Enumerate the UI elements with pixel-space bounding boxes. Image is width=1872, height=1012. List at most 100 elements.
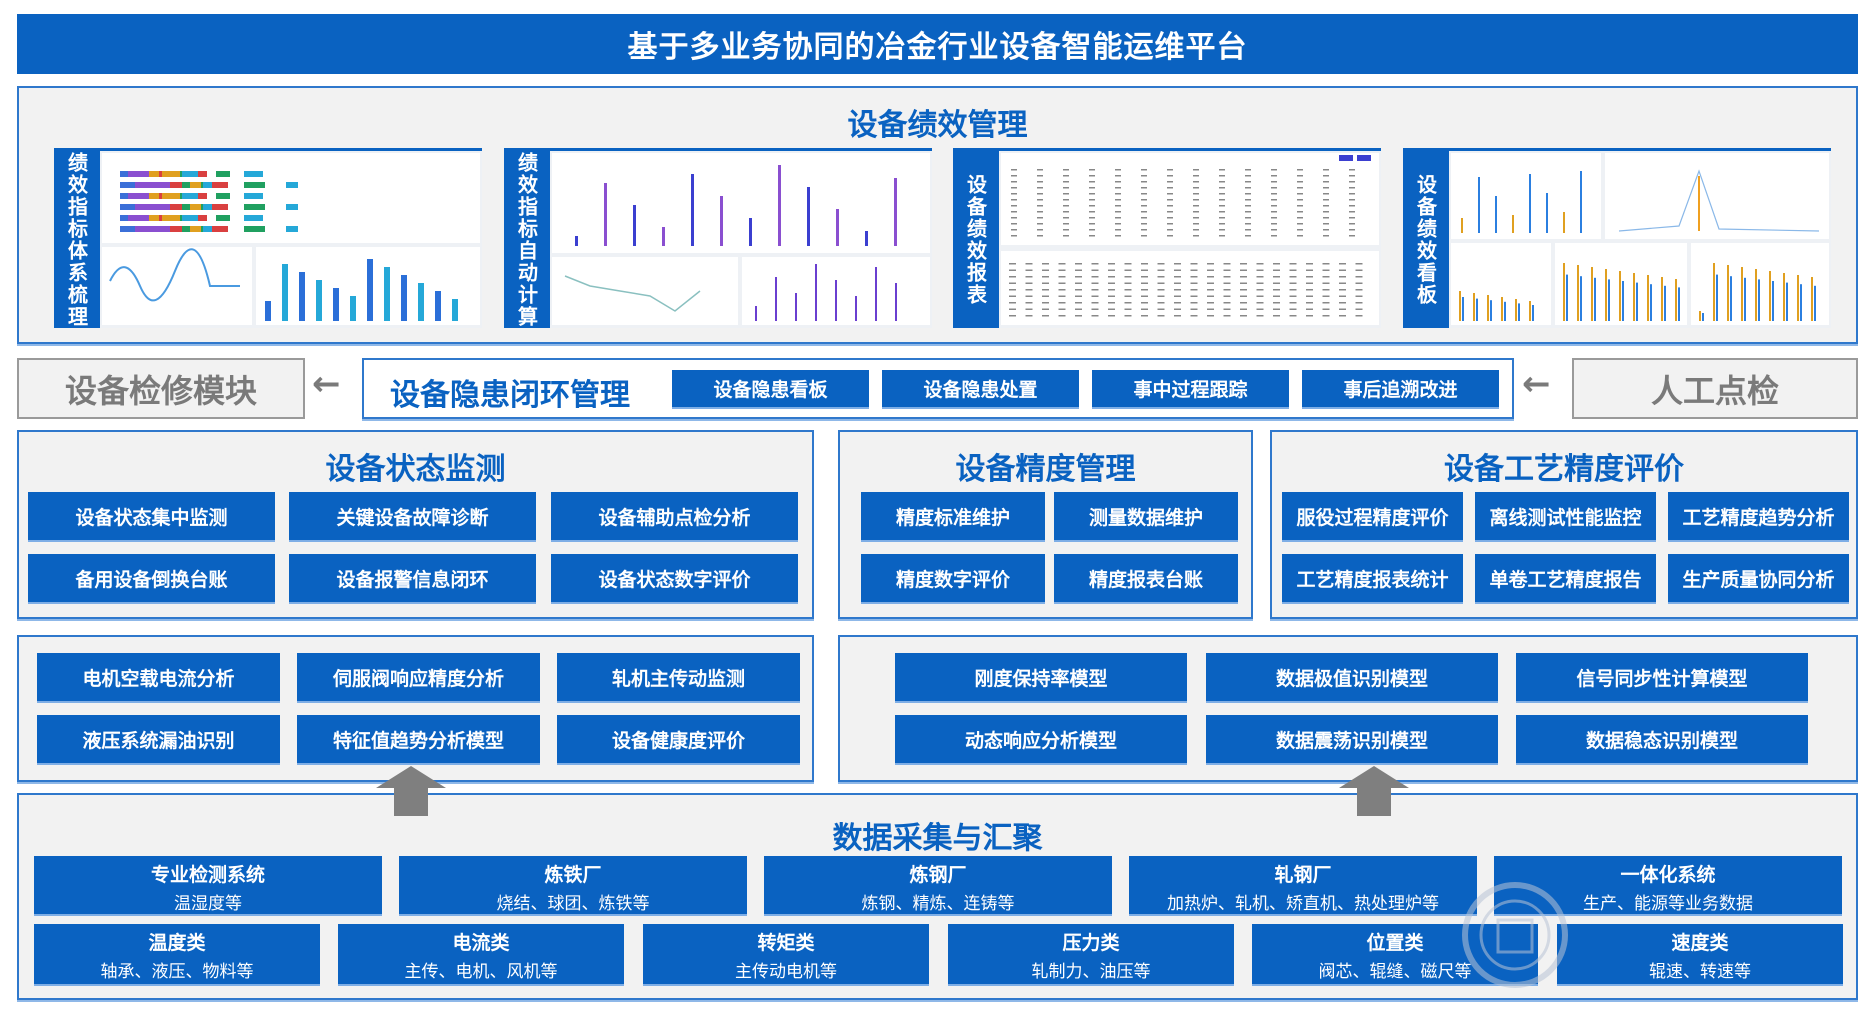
model-button[interactable]: 数据稳态识别模型: [1516, 715, 1808, 763]
monitor-button[interactable]: 设备辅助点检分析: [551, 492, 798, 540]
thumbnail-mark: [1058, 295, 1066, 297]
model-button[interactable]: 动态响应分析模型: [895, 715, 1187, 763]
model-button[interactable]: 伺服阀响应精度分析: [297, 653, 540, 701]
data-source-button[interactable]: 温度类轴承、液压、物料等: [34, 924, 320, 984]
thumbnail-mark: [1174, 302, 1181, 304]
thumbnail-mark: [1323, 223, 1329, 225]
thumbnail-mark: [1124, 269, 1132, 271]
thumbnail-mark: [1245, 211, 1251, 213]
hazard-board-button[interactable]: 设备隐患看板: [672, 370, 869, 407]
thumbnail-mark: [1223, 276, 1231, 278]
thumbnail-mark: [1245, 199, 1251, 201]
data-source-button[interactable]: 电流类主传、电机、风机等: [338, 924, 624, 984]
monitor-button[interactable]: 关键设备故障诊断: [289, 492, 536, 540]
thumbnail-mark: [1174, 282, 1181, 284]
thumbnail-mark: [1157, 269, 1165, 271]
model-button[interactable]: 信号同步性计算模型: [1516, 653, 1808, 701]
data-source-name: 轧钢厂: [1274, 864, 1332, 886]
thumbnail-mark: [1730, 276, 1732, 321]
model-button[interactable]: 刚度保持率模型: [895, 653, 1187, 701]
thumbnail-mark: [1605, 269, 1607, 321]
thumbnail-mark: [1025, 308, 1033, 310]
thumbnail-mark: [1245, 229, 1251, 231]
card-board[interactable]: 设备绩效看板: [1403, 148, 1831, 328]
thumbnail-mark: [1141, 193, 1147, 195]
data-source-button[interactable]: 压力类轧制力、油压等: [948, 924, 1234, 984]
card-auto-calc[interactable]: 绩效指标自动计算: [504, 148, 932, 328]
precision-button[interactable]: 测量数据维护: [1054, 492, 1238, 540]
data-source-button[interactable]: 轧钢厂加热炉、轧机、矫直机、热处理炉等: [1129, 856, 1477, 914]
process-button[interactable]: 工艺精度报表统计: [1282, 554, 1463, 602]
thumbnail-mark: [166, 204, 182, 210]
thumbnail-mark: [1459, 291, 1461, 321]
card-indicator-system[interactable]: 绩效指标体系梳理: [54, 148, 482, 328]
thumbnail-mark: [1190, 289, 1198, 291]
thumbnail-mark: [1011, 181, 1017, 183]
thumbnail-mark: [1240, 315, 1247, 317]
post-trace-button[interactable]: 事后追溯改进: [1302, 370, 1499, 407]
thumbnail-mark: [1167, 199, 1173, 201]
data-source-button[interactable]: 炼钢厂炼钢、精炼、连铸等: [764, 856, 1112, 914]
thumbnail-mark: [1245, 169, 1251, 171]
model-button[interactable]: 轧机主传动监测: [557, 653, 800, 701]
thumbnail-mark: [1091, 282, 1099, 284]
monitor-button[interactable]: 备用设备倒换台账: [28, 554, 275, 602]
precision-button[interactable]: 精度报表台账: [1054, 554, 1238, 602]
thumbnail-mark: [691, 174, 694, 246]
thumbnail-mark: [1256, 269, 1264, 271]
maintenance-module: 设备检修模块: [17, 358, 305, 419]
data-source-button[interactable]: 专业检测系统温湿度等: [34, 856, 382, 914]
model-button[interactable]: 数据震荡识别模型: [1206, 715, 1498, 763]
thumbnail-mark: [182, 171, 201, 177]
thumbnail-mark: [633, 205, 636, 246]
thumbnail-mark: [1193, 169, 1199, 171]
thumbnail-mark: [1091, 308, 1099, 310]
precision-button[interactable]: 精度数字评价: [861, 554, 1045, 602]
thumbnail-mark: [1811, 277, 1813, 321]
process-button[interactable]: 服役过程精度评价: [1282, 492, 1463, 540]
thumbnail-mark: [1339, 276, 1346, 278]
monitor-button[interactable]: 设备状态数字评价: [551, 554, 798, 602]
model-button[interactable]: 数据极值识别模型: [1206, 653, 1498, 701]
data-source-button[interactable]: 速度类辊速、转速等: [1557, 924, 1843, 984]
process-button[interactable]: 单卷工艺精度报告: [1475, 554, 1656, 602]
thumbnail-mark: [1323, 175, 1329, 177]
thumbnail-mark: [1141, 181, 1147, 183]
monitor-button[interactable]: 设备报警信息闭环: [289, 554, 536, 602]
thumbnail-mark: [1141, 289, 1148, 291]
card-report[interactable]: 设备绩效报表: [953, 148, 1381, 328]
thumbnail-mark: [1075, 282, 1082, 284]
thumbnail-mark: [1306, 315, 1313, 317]
thumbnail-mark: [1355, 282, 1363, 284]
thumbnail-mark: [1037, 223, 1043, 225]
data-source-detail: 阀芯、辊缝、磁尺等: [1318, 962, 1472, 982]
hazard-handling-button[interactable]: 设备隐患处置: [882, 370, 1079, 407]
precision-button[interactable]: 精度标准维护: [861, 492, 1045, 540]
arrow-up-icon: [1339, 766, 1409, 816]
data-source-button[interactable]: 炼铁厂烧结、球团、炼铁等: [399, 856, 747, 914]
thumbnail-mark: [1011, 217, 1017, 219]
process-button[interactable]: 工艺精度趋势分析: [1668, 492, 1849, 540]
thumbnail-mark: [1174, 289, 1181, 291]
thumbnail-mark: [1702, 313, 1704, 321]
thumbnail-mark: [1271, 205, 1277, 207]
model-button[interactable]: 特征值趋势分析模型: [297, 715, 540, 763]
data-source-button[interactable]: 一体化系统生产、能源等业务数据: [1494, 856, 1842, 914]
process-button[interactable]: 生产质量协同分析: [1668, 554, 1849, 602]
model-button[interactable]: 电机空载电流分析: [37, 653, 280, 701]
process-button[interactable]: 离线测试性能监控: [1475, 492, 1656, 540]
thumbnail-mark: [141, 215, 159, 221]
model-button[interactable]: 设备健康度评价: [557, 715, 800, 763]
thumbnail-mark: [1042, 289, 1049, 291]
thumbnail-mark: [1115, 193, 1121, 195]
thumbnail-mark: [435, 291, 441, 321]
thumbnail-mark: [120, 171, 128, 177]
thumbnail-mark: [1058, 276, 1066, 278]
data-source-button[interactable]: 位置类阀芯、辊缝、磁尺等: [1252, 924, 1538, 984]
model-button[interactable]: 液压系统漏油识别: [37, 715, 280, 763]
process-tracking-button[interactable]: 事中过程跟踪: [1092, 370, 1289, 407]
thumbnail-mark: [1219, 229, 1225, 231]
data-source-button[interactable]: 转矩类主传动电机等: [643, 924, 929, 984]
monitor-button[interactable]: 设备状态集中监测: [28, 492, 275, 540]
thumbnail-mark: [1563, 212, 1565, 233]
